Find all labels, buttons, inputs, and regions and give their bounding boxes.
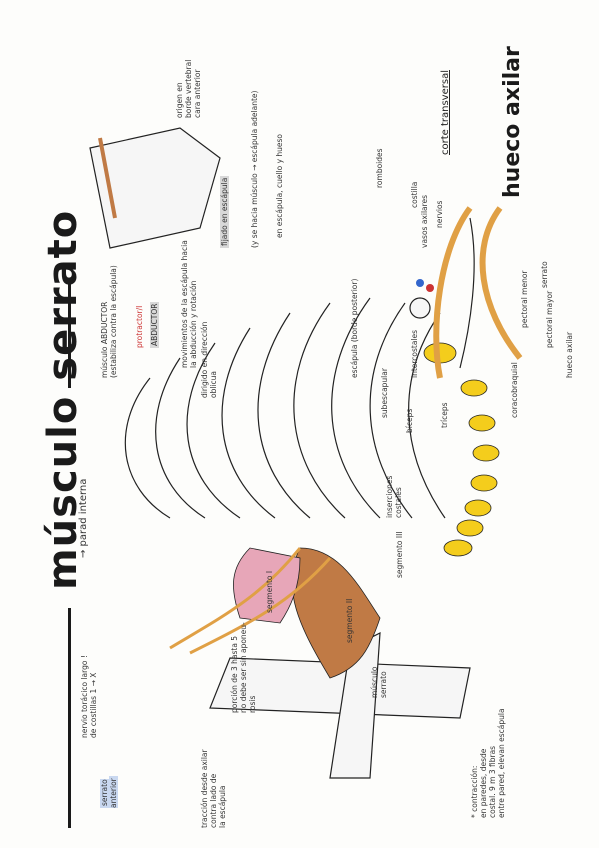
axilar-label-9: vasos axilares — [420, 194, 429, 248]
title-rule-left — [68, 608, 71, 828]
axilar-corte: corte transversal — [440, 70, 451, 155]
axilar-label-1: romboides — [375, 148, 384, 188]
note-segmento-1: segmento I — [265, 570, 274, 613]
axilar-label-11: costilla — [410, 181, 419, 208]
axilar-label-3: pectoral menor — [520, 270, 529, 328]
axilla-cross-section — [409, 206, 523, 379]
note-fijado: fijado en escápula — [220, 175, 229, 248]
nerve-lines — [169, 547, 332, 655]
note-segmento-2: segmento II — [345, 598, 354, 643]
note-movimiento: músculo ABDUCTOR (estabiliza contra la e… — [100, 265, 118, 378]
note-musculos: (y se hacia músculo → escápula adelante) — [250, 90, 259, 248]
axilar-label-0: escápula (borde posterior) — [350, 278, 359, 378]
note-escapula-cuello: en escápula, cuello y hueso — [275, 133, 284, 238]
note-segmento-3: segmento III — [395, 531, 404, 578]
rib-cage-illustration — [124, 297, 471, 779]
axilar-label-8: subescapular — [380, 368, 389, 418]
note-toracica: tracción desde axilar contra lado de la … — [200, 749, 227, 828]
page-subtitle: → parad interna — [78, 478, 89, 558]
note-dirigido: dirigido en dirección oblicua — [200, 321, 218, 398]
note-musculo-serrato: músculo serrato — [370, 666, 388, 698]
axilar-label-12: intercostales — [410, 329, 419, 378]
fijado-label: fijado en escápula — [220, 175, 229, 248]
axilar-title: hueco axilar — [500, 46, 525, 198]
note-asterisk: * contracción: en paredes, desde costal.… — [470, 708, 506, 818]
abductor-label: ABDUCTOR — [150, 301, 159, 348]
note-protractor: protractor/I — [135, 305, 144, 348]
cartilage-caps — [423, 342, 500, 557]
note-inserciones: inserciones costales — [385, 475, 403, 518]
axilar-label-13: tríceps — [440, 402, 449, 428]
note-movil: movimientos de la escápula hacia la abdu… — [180, 240, 198, 368]
axilar-label-6: coracobraquial — [510, 362, 519, 418]
axilar-label-4: pectoral mayor — [545, 290, 554, 348]
note-porcion: porción de 3 hasta 5 no debe ser sin apo… — [230, 622, 257, 713]
axilar-label-5: hueco axilar — [565, 331, 574, 378]
scapula-sketch — [89, 127, 221, 249]
serrato-label: serrato anterior — [100, 776, 118, 808]
axilar-label-10: nervios — [435, 200, 444, 228]
note-abductor: ABDUCTOR — [150, 301, 159, 348]
axilar-label-7: bíceps — [405, 408, 414, 433]
axilar-label-2: serrato — [540, 261, 549, 288]
title-rule-right — [68, 278, 71, 388]
note-origen-costillas: nervio torácico largo ! de costillas 1 →… — [80, 655, 98, 738]
note-serrato-label: serrato anterior — [100, 776, 118, 808]
note-origen-vertebral: origen en borde vertebral cara anterior — [175, 59, 202, 118]
serratus-muscle — [291, 547, 381, 679]
